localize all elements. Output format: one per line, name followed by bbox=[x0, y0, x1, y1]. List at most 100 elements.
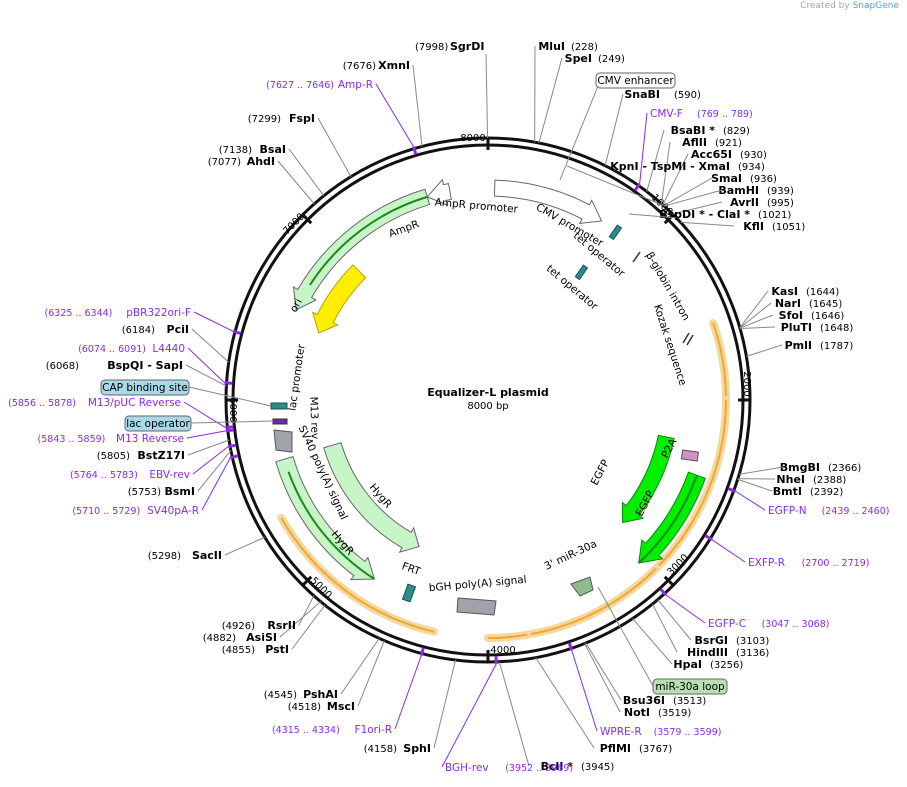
enzyme-position: (228) bbox=[571, 42, 598, 53]
enzyme-leader-line bbox=[740, 326, 776, 329]
primer-leader-line bbox=[201, 457, 231, 511]
enzyme-name: SphI bbox=[403, 742, 431, 755]
enzyme-leader-line bbox=[433, 659, 457, 749]
feature-label-tet-operator-2: tet operator bbox=[544, 263, 601, 313]
enzyme-position: (6184) bbox=[122, 325, 155, 336]
enzyme-leader-line bbox=[187, 439, 230, 456]
primer-name: BGH-rev bbox=[445, 762, 489, 774]
enzyme-leader-line bbox=[604, 93, 624, 166]
ampr-promoter-arrow bbox=[426, 178, 452, 206]
enzyme-leader-line bbox=[185, 364, 227, 387]
primer-range: (5764 .. 5783) bbox=[70, 470, 138, 481]
enzyme-name: MscI bbox=[327, 700, 355, 713]
feature-label-egfp-1: EGFP bbox=[589, 458, 612, 488]
enzyme-leader-line bbox=[357, 640, 385, 707]
feature-label-bgh-polya: bGH poly(A) signal bbox=[428, 574, 527, 594]
enzyme-position: (2392) bbox=[810, 487, 843, 498]
primer-leader-line bbox=[711, 539, 746, 563]
enzyme-leader-line bbox=[298, 595, 315, 626]
primer-layer: Amp-R(7627 .. 7646)CMV-F(769 .. 789)EGFP… bbox=[8, 79, 889, 774]
feature-label-ampr-promoter: AmpR promoter bbox=[434, 196, 519, 215]
enzyme-position: (249) bbox=[598, 54, 625, 65]
primer-name: EGFP-N bbox=[768, 505, 807, 517]
primer-name: F1ori-R bbox=[355, 724, 392, 736]
enzyme-name: BspDI * - ClaI * bbox=[659, 208, 750, 221]
egfp-line bbox=[638, 474, 698, 564]
enzyme-name: HpaI bbox=[673, 658, 702, 671]
tick-label: 4000 bbox=[490, 645, 515, 656]
enzyme-leader-line bbox=[660, 141, 671, 204]
primer-name: WPRE-R bbox=[600, 726, 642, 738]
orange-arc bbox=[526, 567, 657, 636]
enzyme-position: (4158) bbox=[364, 744, 397, 755]
cap-binding-leader bbox=[188, 386, 272, 407]
enzyme-leader-line bbox=[566, 165, 664, 206]
enzyme-position: (3513) bbox=[673, 696, 706, 707]
enzyme-name: KflI bbox=[743, 220, 764, 233]
enzyme-leader-line bbox=[535, 657, 595, 749]
backbone-outer-circle bbox=[224, 136, 752, 664]
enzyme-name: BsrGI bbox=[695, 634, 728, 647]
enzyme-name: SmaI bbox=[711, 172, 742, 185]
primer-leader-line bbox=[183, 401, 226, 428]
enzyme-name: HindIII bbox=[687, 646, 728, 659]
enzyme-name: MluI bbox=[538, 40, 565, 53]
primer-name: EBV-rev bbox=[149, 469, 190, 481]
enzyme-position: (2388) bbox=[813, 475, 846, 486]
primer-range: (3047 .. 3068) bbox=[762, 619, 830, 630]
primer-site bbox=[227, 443, 237, 449]
primer-site bbox=[704, 534, 713, 541]
primer-leader-line bbox=[441, 663, 497, 768]
ampr-arrow bbox=[292, 188, 431, 311]
enzyme-name: Acc65I bbox=[691, 148, 732, 161]
primer-leader-line bbox=[394, 655, 422, 730]
primer-name: L4440 bbox=[152, 343, 185, 355]
primer-site bbox=[659, 588, 668, 596]
primer-range: (5843 .. 5859) bbox=[38, 434, 106, 445]
enzyme-name: RsrII bbox=[267, 619, 296, 632]
enzyme-leader-line bbox=[485, 53, 489, 139]
primer-leader-line bbox=[375, 83, 414, 147]
enzyme-name: PciI bbox=[167, 323, 189, 336]
primer-leader-line bbox=[639, 112, 648, 184]
enzyme-leader-line bbox=[664, 189, 723, 207]
primer-name: pBR322ori-F bbox=[126, 307, 191, 319]
enzyme-leader-line bbox=[632, 618, 673, 665]
primer-site bbox=[412, 146, 418, 155]
mir30a-loop-label-box bbox=[652, 678, 728, 695]
enzyme-name: BclI * bbox=[541, 760, 574, 773]
primer-leader-line bbox=[193, 311, 234, 332]
primer-site bbox=[225, 425, 234, 430]
primer-name: CMV-F bbox=[650, 108, 683, 120]
enzyme-position: (936) bbox=[750, 174, 777, 185]
enzyme-name: BmgBI bbox=[780, 461, 820, 474]
egfp-arrow-1 bbox=[621, 434, 675, 524]
enzyme-position: (829) bbox=[723, 126, 750, 137]
enzyme-leader-line bbox=[498, 661, 530, 767]
enzyme-position: (7299) bbox=[248, 114, 281, 125]
tick-label: 8000 bbox=[460, 133, 485, 144]
enzyme-position: (921) bbox=[715, 138, 742, 149]
lac-operator-label-box bbox=[124, 415, 192, 432]
enzyme-name: KpnI - TspMI - XmaI bbox=[610, 160, 730, 173]
enzyme-position: (3256) bbox=[710, 660, 743, 671]
enzyme-leader-line bbox=[191, 328, 230, 363]
snapgene-logo-text: SnapGene bbox=[852, 1, 899, 11]
mir30a-loop-leader bbox=[597, 586, 654, 687]
enzyme-position: (3767) bbox=[639, 744, 672, 755]
primer-site bbox=[567, 642, 574, 651]
enzyme-position: (5805) bbox=[97, 451, 130, 462]
enzyme-leader-line bbox=[663, 177, 713, 207]
primer-leader-line bbox=[186, 430, 226, 439]
primer-range: (5710 .. 5729) bbox=[72, 506, 140, 517]
enzyme-position: (4545) bbox=[264, 690, 297, 701]
enzyme-name: SfoI bbox=[779, 309, 803, 322]
enzyme-leader-line bbox=[224, 536, 266, 556]
primer-range: (5856 .. 5878) bbox=[8, 398, 76, 409]
primer-range: (7627 .. 7646) bbox=[266, 80, 334, 91]
mir30a-block bbox=[570, 576, 594, 597]
enzyme-name: SnaBI bbox=[624, 88, 660, 101]
snapgene-branding: Created by SnapGene bbox=[800, 1, 899, 11]
enzyme-position: (2366) bbox=[828, 463, 861, 474]
cmv-enhancer-label-text: CMV enhancer bbox=[597, 75, 674, 87]
